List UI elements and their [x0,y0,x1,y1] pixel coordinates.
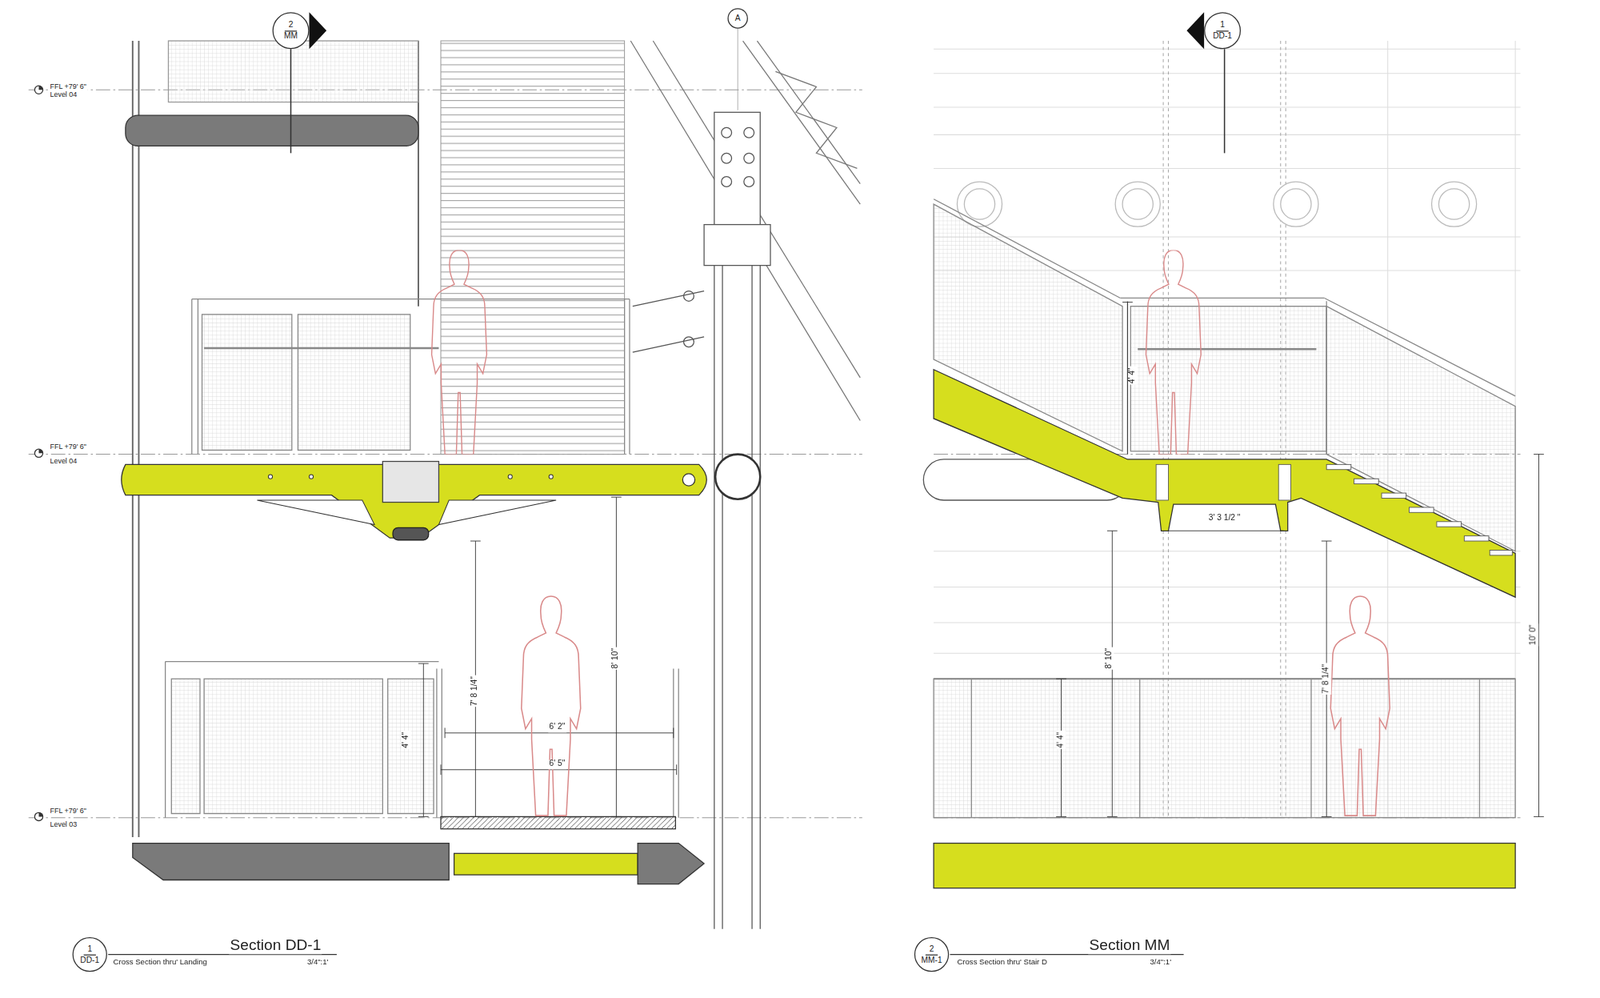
pin [682,473,695,486]
dimension-text: 4' 4" [1128,366,1137,384]
lower-railing [933,678,1516,817]
sheet-reference: DD-1 [1212,32,1232,42]
dimension-text: 6' 5" [548,760,566,769]
section-marker: 2MM [272,12,310,49]
callout-number: 2 [925,944,939,956]
callout-number: 1 [1216,20,1229,32]
dimension-text: 4' 4" [1056,731,1066,749]
human-figure [1330,596,1390,816]
section-marker: 1DD-1 [1204,12,1241,49]
floor-slab [440,816,676,828]
stair-steps [1156,464,1512,556]
sheet-reference: MM [284,32,298,42]
round-tube [715,454,760,500]
dimension-lines [418,496,677,816]
callout-number: 2 [284,20,298,32]
human-figure [1145,249,1201,454]
title-rule [108,953,337,955]
dimension-text: 7' 8 1/4" [471,675,480,707]
section-title: Section MM [1088,936,1172,954]
sheet-reference: MM-1 [920,955,942,965]
section-marker: 1DD-1 [72,936,108,972]
human-figure [521,596,581,816]
section-marker: A [727,8,748,29]
level-label: Level 04 [48,457,78,466]
gray-lower-beam [132,843,449,880]
section-cut-line [1224,48,1226,153]
landing-railing [192,299,630,455]
level-symbols [34,85,43,820]
level-label: FFL +79' 6" [48,83,88,92]
section-pointer [1186,12,1204,49]
sheet-reference: DD-1 [80,955,100,965]
dimension-text: 4' 4" [401,731,411,749]
dimension-text: 7' 8 1/4" [1322,663,1332,695]
yellow-stair-stringer [933,369,1516,597]
human-figure [432,249,488,454]
title-note: 3/4":1' [1148,958,1172,968]
hanger-rods [132,40,419,837]
level-label: Level 04 [48,91,78,100]
title-note: 3/4":1' [306,958,330,968]
stair-treads [440,40,625,455]
title-note: Cross Section thru' Landing [112,958,208,968]
dimension-text: 8' 10" [1104,647,1114,670]
title-note: Cross Section thru' Stair D [956,958,1048,968]
diagonal-bracing [630,40,860,420]
tie-link [392,527,429,540]
lower-railing [165,661,680,818]
dimension-text: 3' 3 1/2 " [1208,513,1242,523]
ceiling-lights [956,181,1476,227]
center-bracket [382,461,439,503]
title-rule [949,953,1184,955]
level-label: FFL +79' 6" [48,443,88,452]
section-cut-line [290,48,292,153]
callout-number: A [735,13,741,24]
beam-end [637,843,704,884]
gray-beam [125,115,419,146]
level-label: Level 03 [48,820,78,829]
yellow-lower-beam [454,852,639,875]
yellow-beam [933,843,1516,888]
section-marker: 2MM-1 [914,936,949,972]
dimension-text: 10' 0" [1528,623,1538,646]
callout-number: 1 [83,944,96,956]
level-label: FFL +79' 6" [48,806,88,815]
dimension-text: 6' 2" [548,723,566,732]
upper-railing [168,40,418,103]
grid-line [737,28,739,111]
level-lines [28,89,1521,817]
section-pointer [308,12,327,49]
dimension-lines [1056,302,1544,817]
section-title: Section DD-1 [228,936,322,954]
dimension-text: 8' 10" [612,647,621,670]
column [632,112,771,928]
